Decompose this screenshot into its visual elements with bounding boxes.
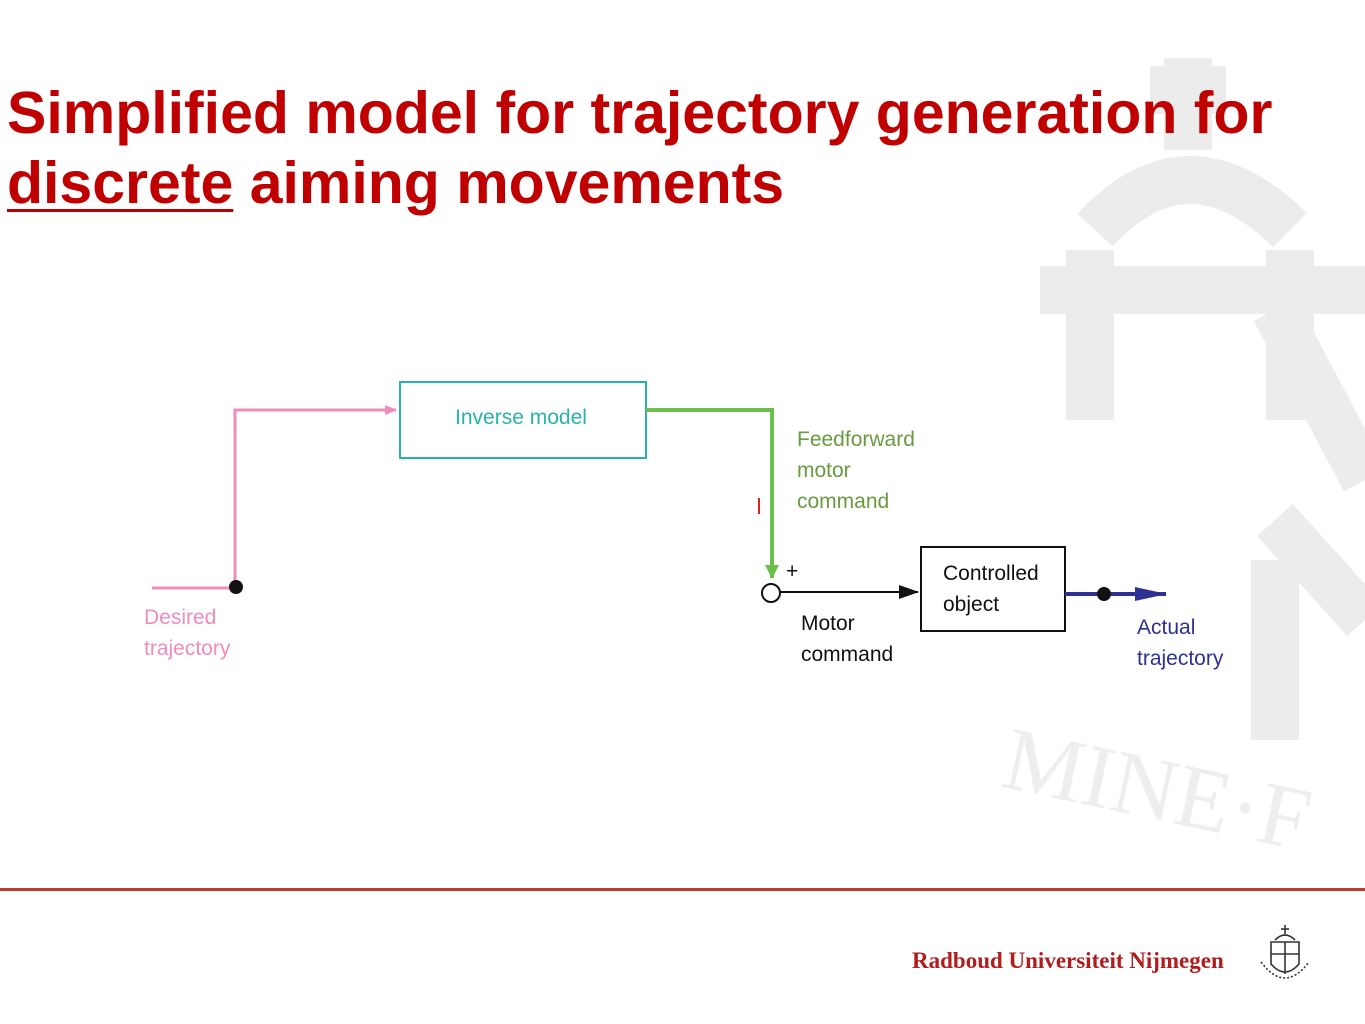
university-crest-icon bbox=[1260, 925, 1310, 979]
motor-command-label-1: Motor bbox=[801, 612, 855, 635]
control-diagram: Inverse model Feedforward motor command … bbox=[144, 381, 1224, 670]
plus-sign: + bbox=[786, 560, 798, 583]
feedforward-label-1: Feedforward bbox=[797, 428, 915, 451]
desired-trajectory-label-1: Desired bbox=[144, 606, 216, 629]
slide-title: Simplified model for trajectory generati… bbox=[7, 78, 1272, 218]
motor-command-label-2: command bbox=[801, 643, 893, 666]
desired-trajectory-line bbox=[152, 405, 397, 590]
feedforward-line bbox=[646, 408, 779, 579]
desired-branch-dot bbox=[229, 580, 243, 594]
actual-trajectory-label-1: Actual bbox=[1137, 616, 1195, 639]
summing-junction bbox=[761, 583, 781, 603]
seal-watermark: MINE·F bbox=[995, 58, 1365, 870]
title-part2: aiming movements bbox=[233, 150, 785, 216]
inverse-model-label: Inverse model bbox=[455, 406, 587, 429]
controlled-object-label-2: object bbox=[943, 593, 999, 616]
controlled-object-box bbox=[920, 546, 1066, 632]
feedforward-label-2: motor bbox=[797, 459, 851, 482]
output-branch-dot bbox=[1097, 587, 1111, 601]
inverse-model-box bbox=[399, 381, 647, 459]
title-underlined: discrete bbox=[7, 150, 234, 216]
footer-divider bbox=[0, 888, 1365, 891]
actual-trajectory-label-2: trajectory bbox=[1137, 647, 1224, 670]
title-part1: Simplified model for trajectory generati… bbox=[7, 80, 1273, 146]
university-name: Radboud Universiteit Nijmegen bbox=[912, 948, 1224, 973]
feedforward-label-3: command bbox=[797, 490, 889, 513]
desired-trajectory-label-2: trajectory bbox=[144, 637, 231, 660]
controlled-object-label-1: Controlled bbox=[943, 562, 1039, 585]
